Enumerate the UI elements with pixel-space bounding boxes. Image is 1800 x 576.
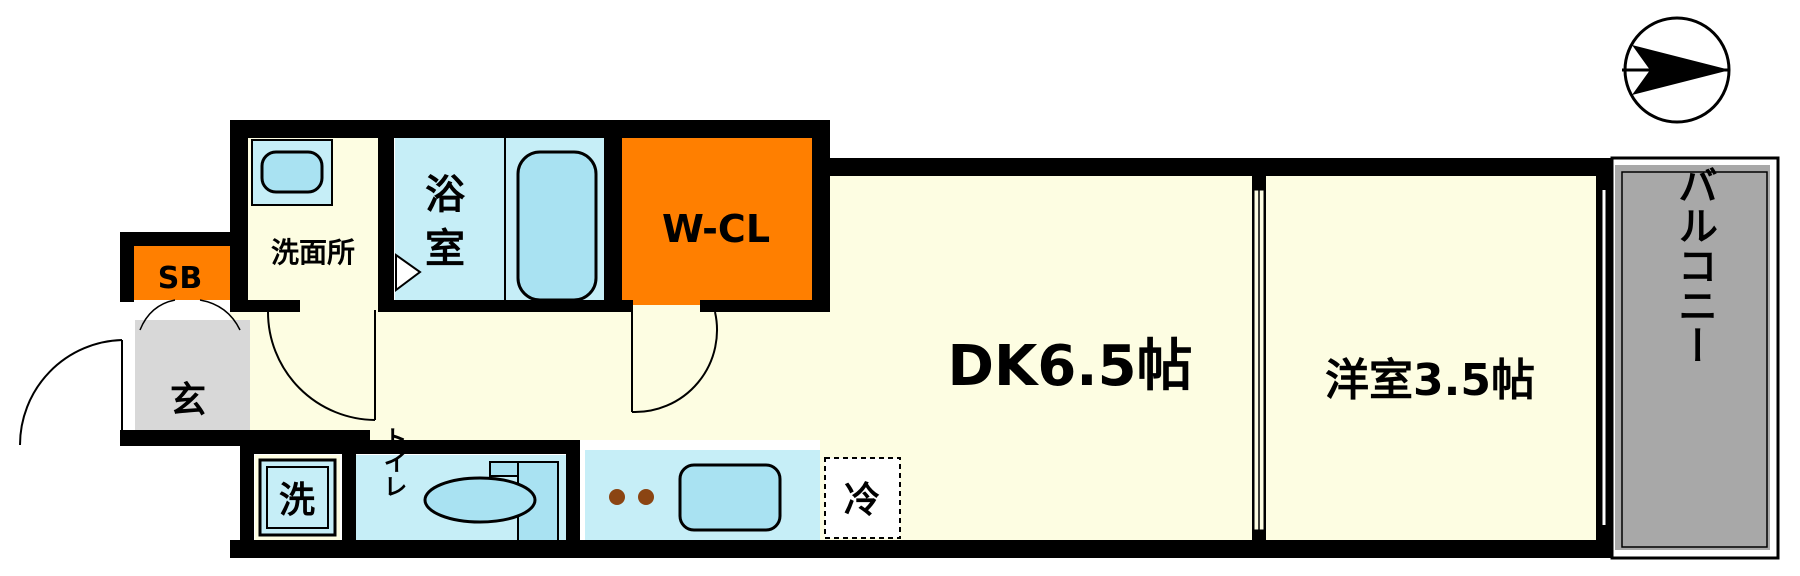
bathroom-label-2: 室	[425, 226, 465, 272]
balcony-inner	[1621, 171, 1768, 548]
balcony-label: バルコニー	[1671, 165, 1717, 365]
toilet-bowl-icon	[423, 476, 537, 524]
washer-pan-inner	[266, 466, 329, 529]
balcony-floor	[1615, 165, 1770, 550]
kitchen-sink-icon	[678, 463, 782, 532]
walk-in-closet-floor	[620, 135, 815, 305]
genkan-label: 玄	[170, 380, 206, 421]
fridge-space	[824, 457, 901, 539]
walls	[120, 120, 1612, 558]
western-room-floor	[1260, 175, 1610, 555]
shoe-box-label: SB	[158, 261, 202, 296]
balcony-frame	[1610, 156, 1780, 560]
sink-icon	[260, 150, 324, 194]
entrance-door	[19, 339, 123, 446]
bathtub-icon	[516, 150, 598, 302]
bath-door	[395, 253, 422, 292]
kitchen-floor	[580, 300, 820, 440]
toilet-label: トイレ	[379, 426, 407, 498]
western-room-label: 洋室3.5帖	[1325, 355, 1535, 406]
stove-burner-icon	[638, 489, 654, 505]
toilet-tank-top	[489, 461, 519, 477]
genkan-floor	[135, 320, 250, 430]
washroom-door	[267, 310, 376, 421]
washer-pan	[258, 458, 337, 537]
walk-in-closet-label: W-CL	[662, 207, 770, 251]
stove-burner-icon	[609, 489, 625, 505]
dining-kitchen-label: DK6.5帖	[947, 334, 1192, 399]
fridge-label: 冷	[844, 480, 880, 521]
shoe-box-door	[139, 299, 241, 331]
shoe-box-floor	[125, 245, 230, 300]
north-arrow-icon	[1622, 16, 1731, 124]
bathroom-label-1: 浴	[425, 172, 466, 218]
closet-door	[631, 311, 718, 414]
washroom-label: 洗面所	[271, 236, 355, 269]
washer-label: 洗	[279, 480, 315, 521]
